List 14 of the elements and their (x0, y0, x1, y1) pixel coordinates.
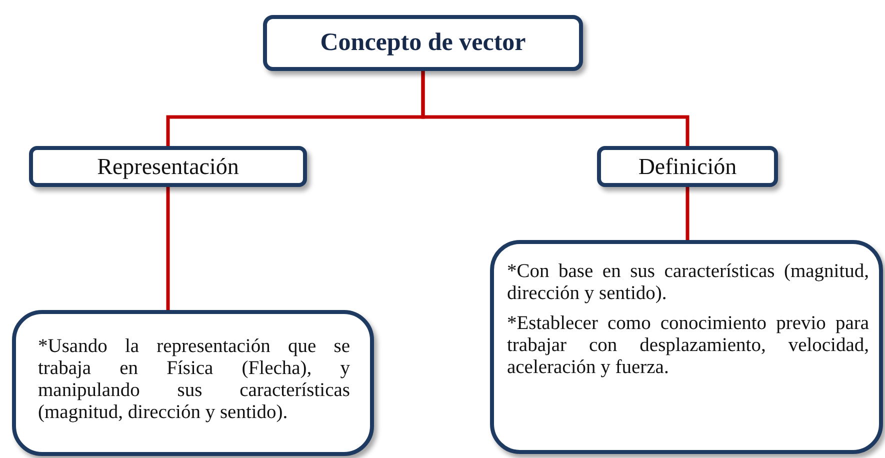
heading-box (29, 146, 307, 187)
heading-box (597, 146, 778, 187)
paragraph: *Con base en sus características (magnitud, dirección y sentido). (507, 261, 869, 305)
title-box (263, 15, 583, 71)
connector-line (686, 187, 690, 240)
paragraph: *Establecer como conocimiento previo para trabajar con desplazamiento, velocidad, aceleración y fuerza. (507, 313, 869, 379)
connector-line (421, 71, 690, 146)
paragraph: *Usando la representación que se trabaja en Física (Flecha), y manipulando sus características (magnitud, dirección y sentido). (38, 336, 350, 424)
text-box (490, 240, 883, 454)
label: Representación (96, 154, 240, 180)
label: Concepto de vector (319, 29, 527, 57)
text-box (12, 310, 374, 456)
connector-line (166, 187, 170, 310)
label: Definición (637, 154, 738, 180)
